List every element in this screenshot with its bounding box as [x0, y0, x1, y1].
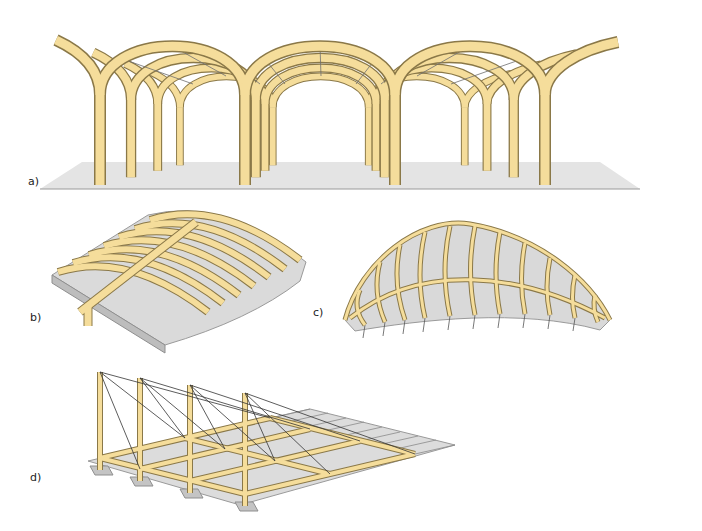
figure-label: c): [313, 306, 323, 320]
figure-label: a): [28, 175, 39, 189]
figure-label: b): [30, 311, 41, 325]
figure-label: d): [30, 471, 41, 485]
